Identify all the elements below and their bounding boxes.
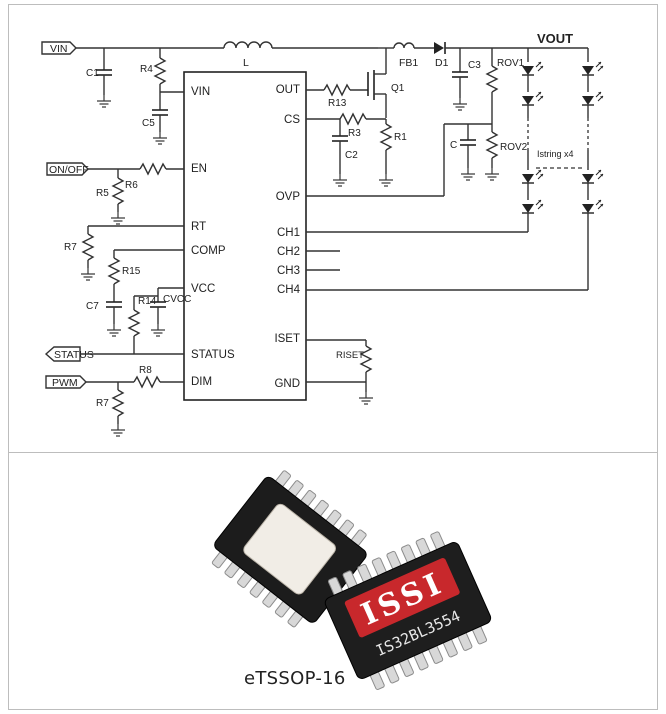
resistor-r1 xyxy=(379,123,393,151)
pin-comp: COMP xyxy=(191,245,226,257)
label-c7: C7 xyxy=(86,301,99,312)
pin-gnd: GND xyxy=(274,378,300,390)
label-q1: Q1 xyxy=(391,83,405,94)
label-vout: VOUT xyxy=(537,31,573,46)
pin-ch2: CH2 xyxy=(277,246,300,258)
resistor-r6 xyxy=(139,162,167,176)
pin-vin: VIN xyxy=(191,86,210,98)
label-rov2: ROV2 xyxy=(500,142,528,153)
resistor-r3 xyxy=(339,112,367,126)
label-r15: R15 xyxy=(122,266,141,277)
resistor-r13 xyxy=(323,83,351,97)
label-istring: Istring x4 xyxy=(537,149,574,159)
ic-body xyxy=(183,71,307,401)
label-r1: R1 xyxy=(394,132,407,143)
label-r8: R8 xyxy=(139,365,152,376)
resistor-r15 xyxy=(107,257,121,285)
pin-ovp: OVP xyxy=(276,191,301,203)
pin-status: STATUS xyxy=(191,349,235,361)
resistor-r7-rt xyxy=(81,233,95,261)
label-cvcc: CVCC xyxy=(163,294,191,305)
label-c2: C2 xyxy=(345,150,358,161)
pin-en: EN xyxy=(191,163,207,175)
led-string-4 xyxy=(581,61,604,290)
resistor-r8 xyxy=(133,375,161,389)
resistor-rov2 xyxy=(485,131,499,159)
pin-iset: ISET xyxy=(274,333,300,345)
inductor-l xyxy=(223,41,273,49)
pin-rt: RT xyxy=(191,221,206,233)
diode-d1 xyxy=(434,42,444,54)
port-status-label: STATUS xyxy=(54,349,94,361)
label-r7-rt: R7 xyxy=(64,242,77,253)
port-pwm-label: PWM xyxy=(52,377,78,389)
label-rov1: ROV1 xyxy=(497,58,525,69)
led-string-1 xyxy=(521,61,544,232)
label-c1: C1 xyxy=(86,68,99,79)
pin-cs: CS xyxy=(284,114,300,126)
chip-bottom-view xyxy=(211,470,367,628)
pin-vcc: VCC xyxy=(191,283,215,295)
label-r3: R3 xyxy=(348,128,361,139)
pin-out: OUT xyxy=(276,84,300,96)
issi-logo xyxy=(344,558,460,638)
pin-ch4: CH4 xyxy=(277,284,301,296)
label-r5: R5 xyxy=(96,188,109,199)
label-c5: C5 xyxy=(142,118,155,129)
port-onoff xyxy=(46,162,89,176)
resistor-r4 xyxy=(153,57,167,85)
label-c: C xyxy=(450,140,457,151)
label-c3: C3 xyxy=(468,60,481,71)
resistor-r7-pwm xyxy=(111,389,125,417)
application-schematic: VIN EN RT COMP VCC STATUS DIM OUT CS OVP… xyxy=(41,31,604,437)
label-r7-pwm: R7 xyxy=(96,398,109,409)
thermal-pad xyxy=(243,503,336,595)
resistor-riset xyxy=(359,345,373,373)
resistor-r5 xyxy=(111,177,125,205)
label-r6: R6 xyxy=(125,180,138,191)
pin-dim: DIM xyxy=(191,376,212,388)
resistor-rov1 xyxy=(485,65,499,93)
label-d1: D1 xyxy=(435,57,449,69)
label-r14: R14 xyxy=(138,296,157,307)
ferrite-fb1 xyxy=(393,42,415,49)
pin-ch3: CH3 xyxy=(277,265,300,277)
port-pwm xyxy=(45,375,87,389)
pin-ch1: CH1 xyxy=(277,227,300,239)
port-onoff-label: ON/OFF xyxy=(49,164,89,176)
port-vin xyxy=(41,41,77,55)
panel-divider xyxy=(8,452,658,453)
label-riset: RISET xyxy=(336,350,364,361)
package-caption: eTSSOP-16 xyxy=(244,668,346,689)
label-fb1: FB1 xyxy=(399,57,418,69)
label-r4: R4 xyxy=(140,64,153,75)
label-l: L xyxy=(243,57,249,69)
port-vin-label: VIN xyxy=(50,43,68,55)
resistor-r14 xyxy=(127,309,141,337)
label-r13: R13 xyxy=(328,98,347,109)
